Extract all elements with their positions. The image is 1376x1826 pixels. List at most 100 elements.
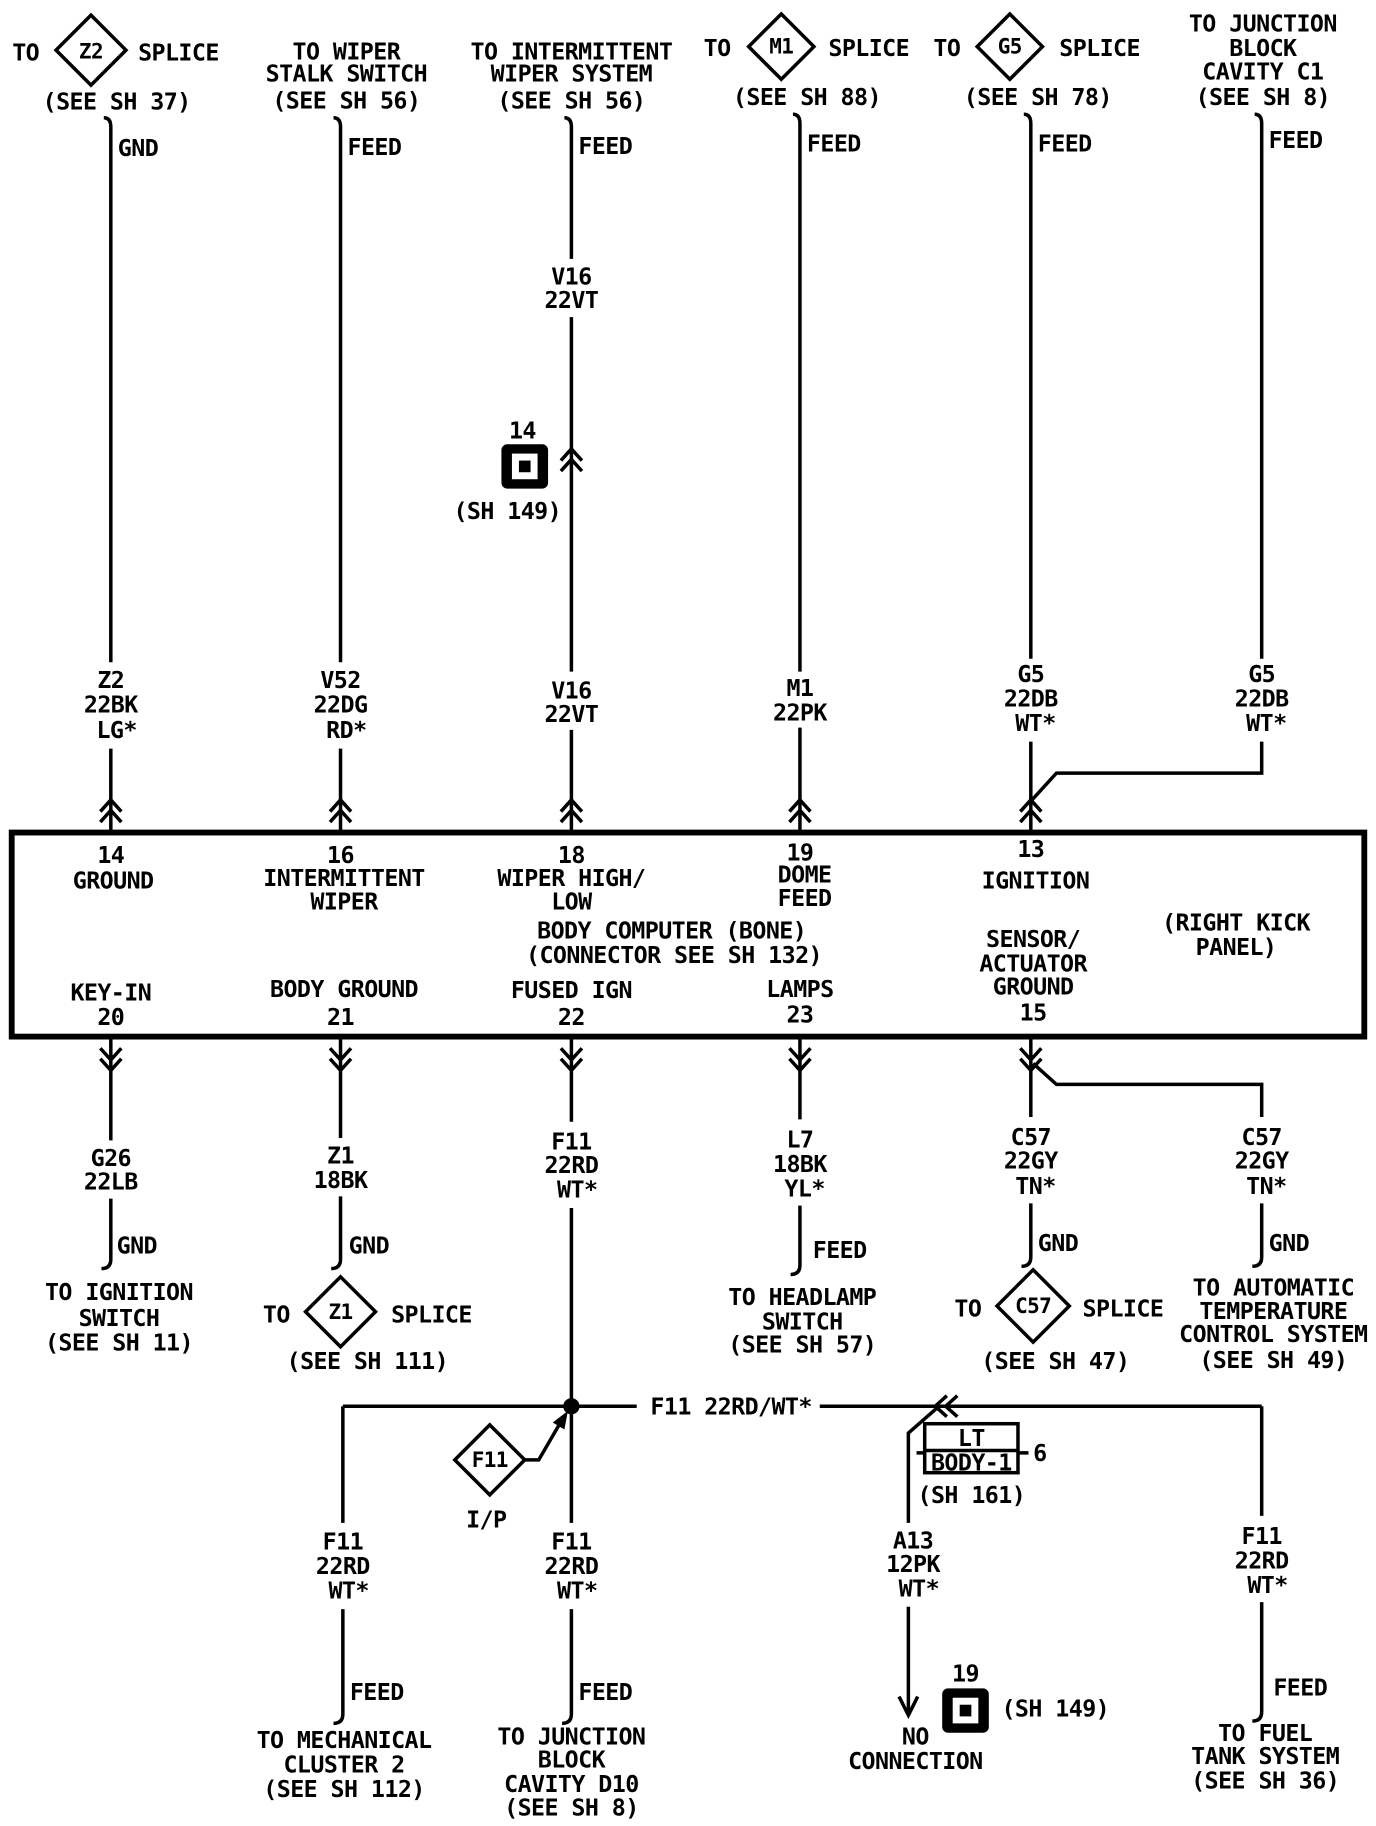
- tracer-color: WT*: [899, 1575, 939, 1602]
- line-type-label: GND: [1038, 1230, 1078, 1257]
- arrow-down-icon: [897, 1695, 920, 1720]
- sheet-ref: (SEE SH 11): [45, 1329, 193, 1356]
- pin-name: SENSOR/: [986, 926, 1080, 953]
- pin-name: GROUND: [73, 868, 154, 895]
- branch-junction-block-d10: F11 22RD WT* FEED TO JUNCTION BLOCK CAVI…: [497, 1406, 646, 1822]
- destination-label: SWITCH: [79, 1305, 160, 1332]
- bottom-circuit-c57-atc: C57 22GY TN* GND TO AUTOMATIC TEMPERATUR…: [1031, 1062, 1369, 1374]
- splice-suffix: SPLICE: [138, 40, 219, 67]
- splice-id: Z2: [79, 39, 103, 63]
- wire: [906, 1407, 938, 1712]
- circuit-number: L7: [786, 1126, 813, 1153]
- splice-diamond-icon: [994, 1267, 1072, 1345]
- sheet-ref: (SEE SH 78): [964, 84, 1112, 111]
- wire-gauge-color: 18BK: [314, 1167, 368, 1194]
- tracer-color: TN*: [1246, 1173, 1286, 1200]
- tracer-color: WT*: [557, 1578, 597, 1605]
- destination-label: CONTROL SYSTEM: [1179, 1321, 1368, 1348]
- wire-gauge-color: 22GY: [1004, 1147, 1058, 1174]
- wire-gauge-color: 22LB: [84, 1168, 138, 1195]
- tracer-color: WT*: [329, 1578, 369, 1605]
- connector-chevron-icon: [1019, 797, 1043, 824]
- destination-label: SWITCH: [762, 1308, 843, 1335]
- wire-gauge-color: 22RD: [544, 1152, 598, 1179]
- destination-label: TO FUEL: [1218, 1720, 1313, 1747]
- destination-label: TO AUTOMATIC: [1193, 1274, 1354, 1301]
- sheet-ref: (SEE SH 112): [263, 1776, 424, 1803]
- bottom-circuit-c57-splice: C57 22GY TN* GND TO C57 SPLICE (SEE SH 4…: [954, 1036, 1164, 1375]
- sheet-ref: (SEE SH 37): [43, 89, 191, 116]
- circuit-number: C57: [1011, 1124, 1051, 1151]
- wire: [561, 1406, 574, 1726]
- pin-name: LOW: [551, 889, 593, 916]
- splice-diamond-icon: [974, 11, 1045, 82]
- top-circuit-z2: TO Z2 SPLICE (SEE SH 37) GND Z2 22BK LG*: [12, 12, 219, 833]
- module-connector-ref: (CONNECTOR SEE SH 132): [526, 942, 822, 969]
- wire: [103, 116, 113, 833]
- sheet-ref: (SEE SH 47): [981, 1348, 1129, 1375]
- pin-name: KEY-IN: [70, 979, 151, 1006]
- branch-fuel-tank: F11 22RD WT* FEED TO FUEL TANK SYSTEM (S…: [1191, 1406, 1340, 1795]
- wire-gauge-color: 22DB: [1235, 686, 1289, 713]
- top-circuit-g5-junction: TO JUNCTION BLOCK CAVITY C1 (SEE SH 8) F…: [1030, 10, 1337, 802]
- line-type-label: FEED: [1269, 127, 1323, 154]
- wire-gauge-color: 12PK: [886, 1551, 940, 1578]
- splice-id: Z1: [328, 1300, 352, 1324]
- circuit-number: A13: [893, 1527, 933, 1554]
- branch-mechanical-cluster: F11 22RD WT* FEED TO MECHANICAL CLUSTER …: [257, 1406, 433, 1803]
- pin-name: IGNITION: [982, 868, 1090, 895]
- module-location: (RIGHT KICK: [1162, 909, 1311, 936]
- wire: [333, 1406, 345, 1726]
- destination-label: TO MECHANICAL: [257, 1727, 432, 1754]
- destination-label: BLOCK: [538, 1747, 606, 1774]
- pin-number: 15: [1020, 999, 1047, 1026]
- circuit-number: F11: [551, 1529, 591, 1556]
- line-type-label: GND: [349, 1232, 389, 1259]
- wire: [333, 116, 343, 833]
- line-type-label: GND: [118, 135, 158, 162]
- wire-gauge-color: 22GY: [1235, 1147, 1289, 1174]
- circuit-number: Z1: [327, 1143, 354, 1170]
- tracer-color: RD*: [326, 717, 366, 744]
- line-type-label: FEED: [1273, 1674, 1327, 1701]
- circuit-number: C57: [1242, 1124, 1282, 1151]
- circuit-number: F11: [551, 1129, 591, 1156]
- destination-label: TO JUNCTION: [1189, 10, 1337, 37]
- module-location: PANEL): [1196, 934, 1277, 961]
- splice-id: M1: [769, 35, 793, 59]
- splice-suffix: SPLICE: [828, 35, 909, 62]
- destination-label: TO IGNITION: [45, 1279, 193, 1306]
- destination-label: BLOCK: [1229, 35, 1297, 62]
- destination-label: TO INTERMITTENT: [470, 38, 672, 65]
- circuit-number: G5: [1248, 661, 1275, 688]
- pin-name: INTERMITTENT: [263, 865, 425, 892]
- pin-name: DOME: [778, 862, 832, 889]
- wire: [564, 116, 574, 833]
- pin-number: 21: [327, 1004, 354, 1031]
- line-type-label: FEED: [813, 1237, 867, 1264]
- sheet-ref: (SEE SH 57): [728, 1332, 876, 1359]
- destination-label: CAVITY C1: [1202, 58, 1323, 85]
- line-type-label: FEED: [807, 131, 861, 158]
- component-divider: [916, 1448, 1029, 1455]
- destination-label: STALK SWITCH: [266, 61, 427, 88]
- destination-label: TANK SYSTEM: [1191, 1743, 1340, 1770]
- pin-name: BODY GROUND: [270, 976, 418, 1003]
- module-outline: [8, 829, 1368, 1040]
- pin-name: ACTUATOR: [979, 950, 1088, 977]
- destination-label: CLUSTER 2: [283, 1751, 404, 1778]
- tracer-color: LG*: [96, 717, 136, 744]
- destination-label: CAVITY D10: [504, 1771, 639, 1798]
- sheet-ref: (SEE SH 56): [272, 87, 420, 114]
- circuit-number: M1: [786, 675, 813, 702]
- destination-label: NO: [902, 1723, 929, 1750]
- component-name: LT: [958, 1425, 985, 1452]
- inline-connector-pin: 14: [509, 417, 536, 444]
- wire-gauge-color: 22VT: [544, 287, 598, 314]
- pin-number: 19: [786, 840, 813, 867]
- pin-name: LAMPS: [766, 976, 833, 1003]
- splice-diamond-icon: [746, 11, 817, 82]
- splice-suffix: SPLICE: [1083, 1295, 1164, 1322]
- pin-name: FEED: [778, 885, 832, 912]
- destination-label: TO JUNCTION: [497, 1723, 645, 1750]
